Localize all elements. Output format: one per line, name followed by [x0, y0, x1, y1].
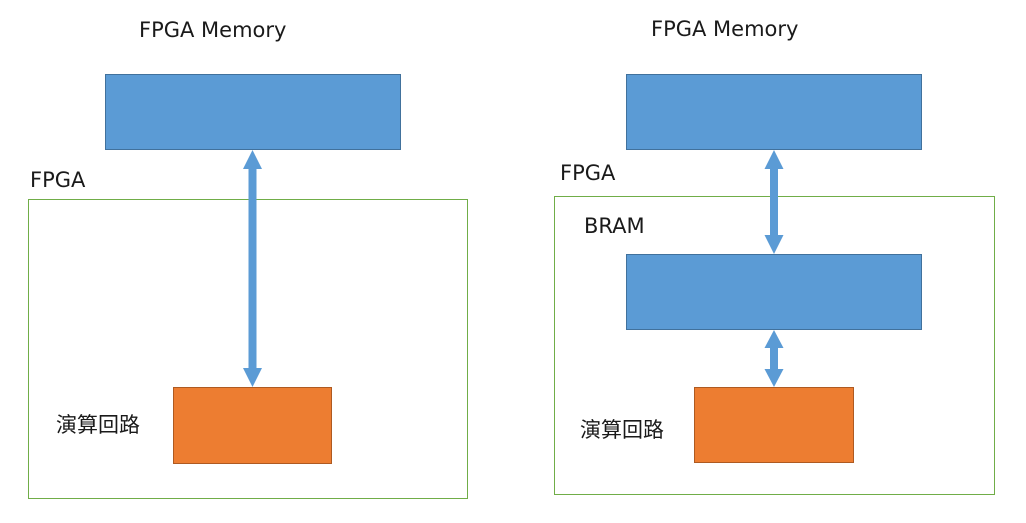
- right-circuit-label: 演算回路: [580, 418, 664, 442]
- right-memory-label: FPGA Memory: [651, 17, 799, 41]
- right-fpga-memory-block: [626, 74, 922, 150]
- left-fpga-memory-block: [105, 74, 401, 150]
- left-circuit-label: 演算回路: [56, 413, 140, 437]
- right-circuit-block: [694, 387, 854, 463]
- right-bram-circuit-arrow: [764, 330, 784, 387]
- left-circuit-block: [173, 387, 332, 464]
- left-fpga-label: FPGA: [30, 168, 86, 192]
- right-memory-bram-arrow: [764, 150, 784, 254]
- right-bram-label: BRAM: [584, 214, 645, 238]
- left-memory-circuit-arrow: [243, 150, 262, 387]
- right-fpga-label: FPGA: [560, 161, 616, 185]
- left-memory-label: FPGA Memory: [139, 18, 287, 42]
- left-fpga-frame: [28, 199, 468, 499]
- right-bram-block: [626, 254, 922, 330]
